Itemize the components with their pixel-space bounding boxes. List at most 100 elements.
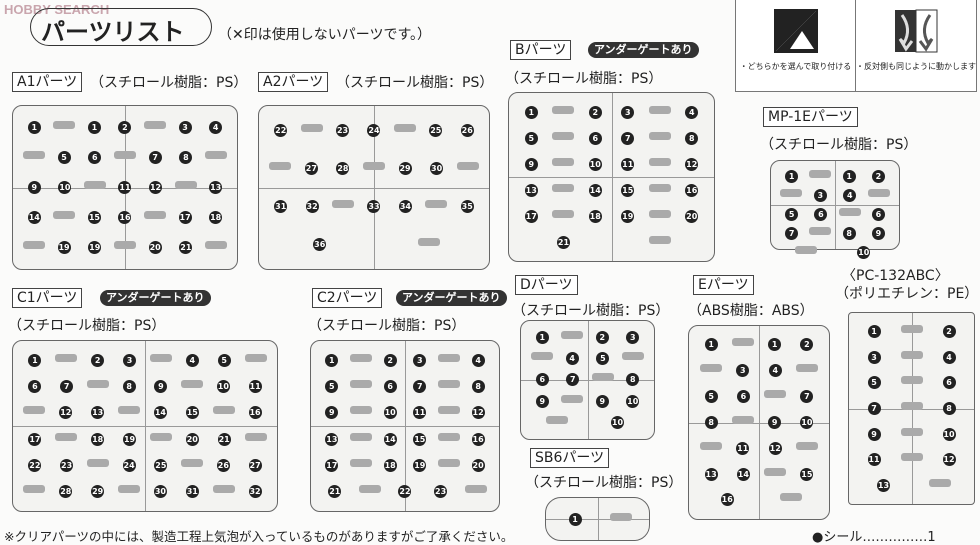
part-shape (731, 338, 754, 347)
part-number: 3 (626, 331, 640, 345)
part-shape (796, 441, 819, 450)
part-shape (900, 401, 923, 410)
part-number: 8 (685, 131, 699, 145)
part-number: 23 (60, 458, 74, 472)
d-label: Dパーツ (515, 275, 578, 295)
part-number: 4 (565, 352, 579, 366)
part-shape (794, 246, 817, 254)
b-resin: （スチロール樹脂：PS） (505, 71, 663, 87)
part-number: 10 (216, 379, 230, 393)
part-shape (900, 350, 923, 359)
part-number: 21 (557, 235, 570, 249)
part-number: 4 (209, 120, 223, 134)
part-number: 1 (27, 120, 41, 134)
part-number: 29 (398, 162, 412, 176)
part-number: 19 (57, 241, 71, 255)
part-number: 6 (814, 208, 828, 221)
part-shape (83, 180, 106, 189)
part-number: 1 (28, 353, 42, 367)
pc-resin: （ポリエチレン：PE） (835, 286, 979, 302)
part-shape (648, 157, 671, 166)
part-number: 1 (768, 338, 782, 352)
part-number: 8 (704, 415, 718, 429)
part-number: 17 (178, 211, 192, 225)
part-number: 28 (59, 485, 73, 499)
pc-label: 〈PC-132ABC〉 (842, 268, 949, 284)
part-shape (86, 458, 109, 467)
a1-label: A1パーツ (12, 72, 83, 92)
part-shape (149, 353, 172, 362)
part-number: 7 (566, 373, 580, 387)
part-number: 22 (28, 458, 42, 472)
part-number: 10 (626, 394, 640, 408)
part-number: 8 (122, 379, 136, 393)
part-shape (393, 124, 416, 133)
part-number: 8 (942, 401, 956, 415)
part-number: 12 (471, 406, 485, 420)
c2-resin: （スチロール樹脂：PS） (308, 318, 466, 334)
part-shape (349, 379, 372, 388)
part-number: 4 (768, 364, 782, 378)
part-number: 12 (685, 157, 699, 171)
part-shape (349, 432, 372, 441)
part-number: 15 (800, 467, 814, 481)
part-number: 24 (367, 124, 381, 138)
part-number: 7 (148, 150, 162, 164)
part-number: 13 (91, 406, 105, 420)
part-shape (55, 353, 78, 362)
part-number: 14 (383, 432, 397, 446)
part-shape (764, 390, 787, 399)
part-shape (417, 237, 440, 246)
part-shape (358, 485, 381, 494)
part-shape (648, 105, 671, 114)
part-number: 30 (430, 162, 444, 176)
part-shape (23, 485, 46, 494)
part-number: 18 (588, 209, 602, 223)
part-number: 6 (736, 390, 750, 404)
part-number: 2 (800, 338, 814, 352)
part-number: 15 (87, 211, 101, 225)
part-shape (900, 325, 923, 334)
part-shape (174, 180, 197, 189)
part-shape (181, 458, 204, 467)
part-shape (113, 241, 136, 250)
part-number: 4 (942, 350, 956, 364)
part-number: 29 (91, 485, 105, 499)
part-shape (900, 376, 923, 385)
choose-one-icon: ・どちらかを選んで取り付ける (736, 0, 856, 91)
part-number: 20 (185, 432, 199, 446)
part-shape (648, 131, 671, 140)
part-shape (212, 406, 235, 415)
part-shape (649, 235, 671, 244)
part-number: 13 (524, 183, 538, 197)
part-number: 1 (785, 170, 799, 183)
part-number: 27 (304, 162, 318, 176)
part-shape (552, 131, 575, 140)
part-shape (561, 331, 584, 340)
icon-caption: ・どちらかを選んで取り付ける (739, 62, 852, 71)
sb6-resin: （スチロール樹脂：PS） (525, 475, 683, 491)
part-shape (212, 485, 235, 494)
part-number: 32 (305, 199, 319, 213)
part-number: 9 (768, 415, 782, 429)
part-number: 21 (217, 432, 231, 446)
part-number: 2 (91, 353, 105, 367)
part-number: 3 (621, 105, 635, 119)
part-shape (622, 352, 645, 361)
part-number: 6 (88, 150, 102, 164)
part-number: 2 (595, 331, 609, 345)
part-number: 9 (524, 157, 538, 171)
part-number: 4 (471, 353, 485, 367)
part-number: 17 (325, 458, 339, 472)
part-number: 11 (867, 453, 881, 467)
part-number: 16 (118, 211, 132, 225)
part-number: 7 (621, 131, 635, 145)
part-number: 3 (178, 120, 192, 134)
part-number: 5 (325, 379, 339, 393)
part-shape (425, 199, 448, 208)
part-shape (437, 458, 460, 467)
